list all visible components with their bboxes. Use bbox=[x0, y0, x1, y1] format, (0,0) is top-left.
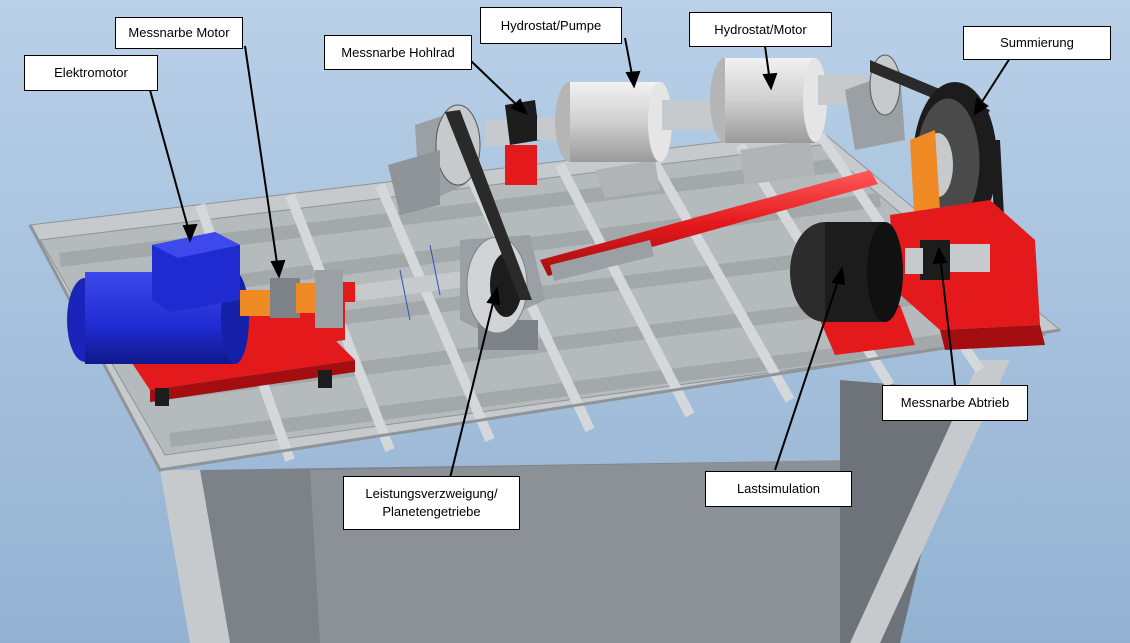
label-messnarbe-abtrieb: Messnarbe Abtrieb bbox=[882, 385, 1028, 421]
label-elektromotor: Elektromotor bbox=[24, 55, 158, 91]
label-leistungsverzweigung-line2: Planetengetriebe bbox=[382, 504, 481, 519]
label-summierung: Summierung bbox=[963, 26, 1111, 60]
red-shaft bbox=[540, 170, 878, 281]
label-summierung-text: Summierung bbox=[1000, 35, 1074, 50]
label-messnarbe-abtrieb-text: Messnarbe Abtrieb bbox=[900, 395, 1010, 410]
label-lastsimulation: Lastsimulation bbox=[705, 471, 852, 507]
label-messnarbe-motor-text: Messnarbe Motor bbox=[128, 25, 230, 40]
leader-lines bbox=[149, 37, 1011, 479]
load-simulation-drum bbox=[790, 222, 903, 322]
hydrostat-motor bbox=[710, 58, 868, 185]
label-hydrostat-motor: Hydrostat/Motor bbox=[689, 12, 832, 47]
label-hydrostat-pumpe-text: Hydrostat/Pumpe bbox=[500, 17, 602, 33]
motor-measuring-hub bbox=[240, 270, 355, 328]
label-leistungsverzweigung: Leistungsverzweigung/ Planetengetriebe bbox=[343, 476, 520, 530]
label-messnarbe-motor: Messnarbe Motor bbox=[115, 17, 243, 49]
label-messnarbe-hohlrad-text: Messnarbe Hohlrad bbox=[341, 44, 455, 60]
label-leistungsverzweigung-line1: Leistungsverzweigung/ bbox=[365, 486, 498, 501]
input-shaft bbox=[355, 244, 472, 321]
label-hydrostat-motor-text: Hydrostat/Motor bbox=[714, 21, 807, 37]
output-section bbox=[820, 200, 1045, 355]
summation-pulley bbox=[910, 82, 1005, 238]
hydrostat-pump bbox=[555, 82, 712, 198]
label-elektromotor-text: Elektromotor bbox=[54, 65, 128, 80]
label-hydrostat-pumpe: Hydrostat/Pumpe bbox=[480, 7, 622, 44]
left-belt-drive bbox=[388, 104, 532, 300]
label-messnarbe-hohlrad: Messnarbe Hohlrad bbox=[324, 35, 472, 70]
label-lastsimulation-text: Lastsimulation bbox=[736, 481, 821, 496]
